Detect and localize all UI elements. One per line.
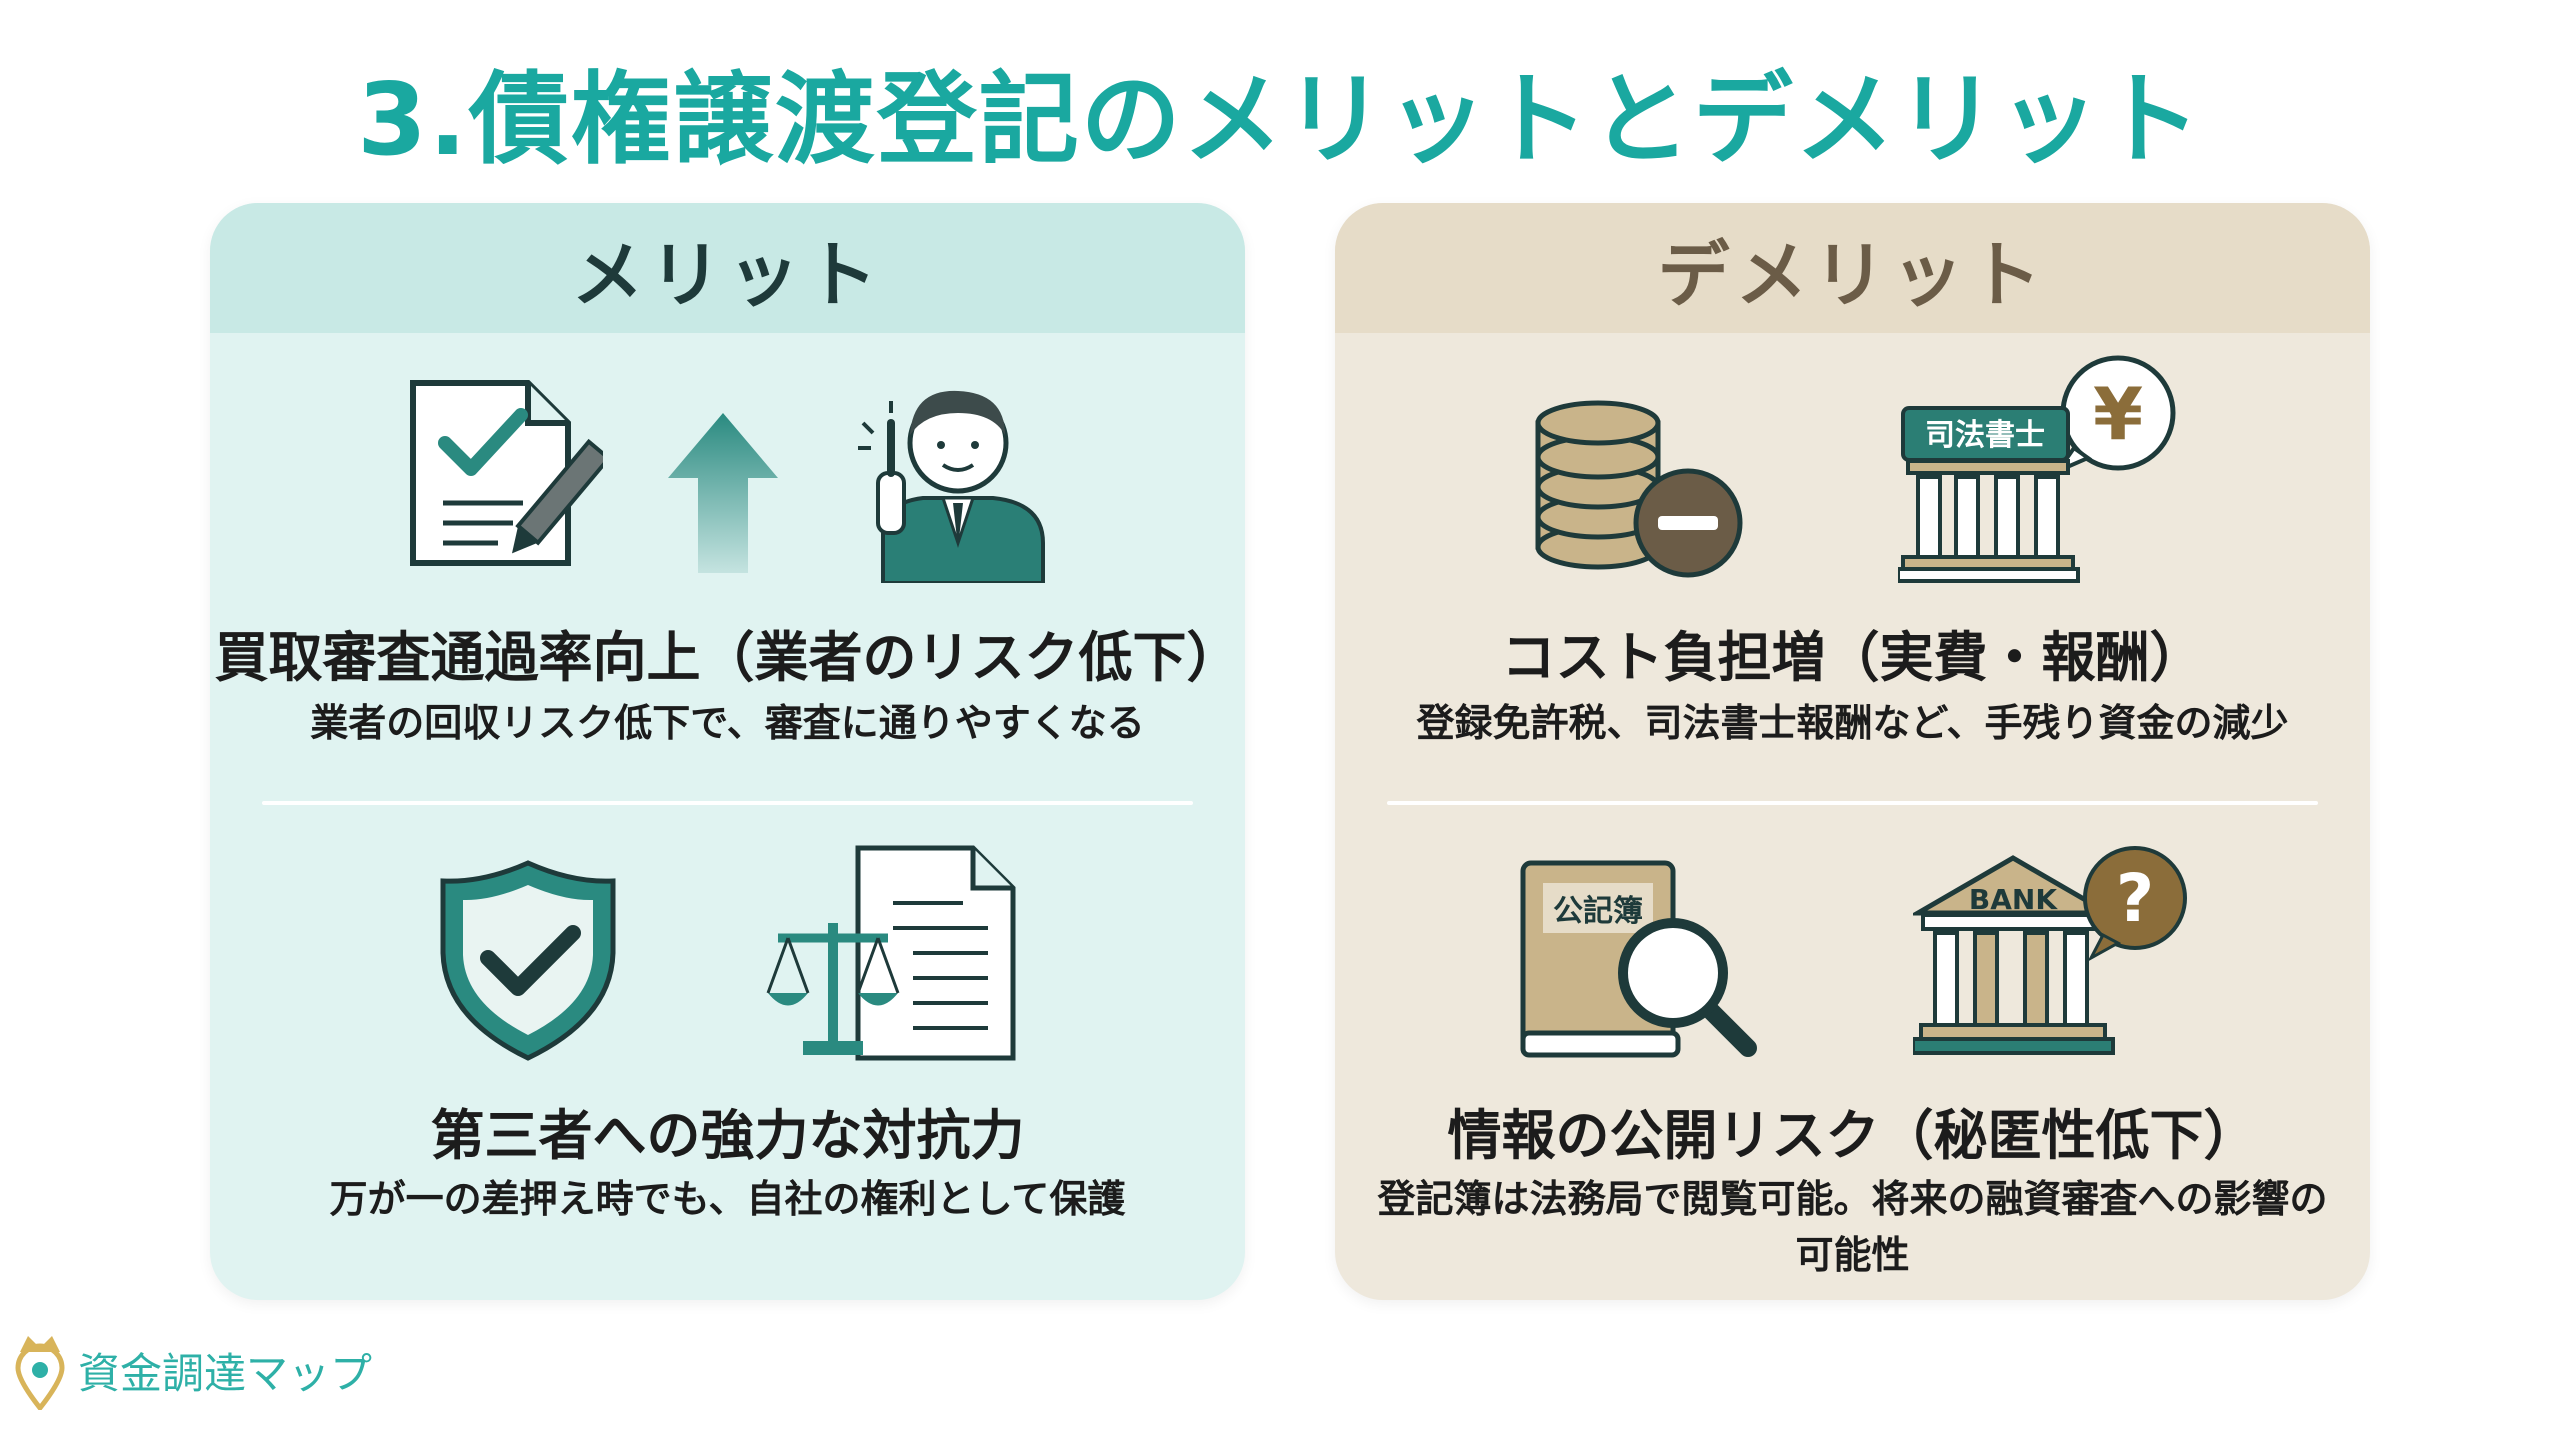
businessman-pointing-icon: [857, 390, 1045, 583]
merit-icons-row-1: [210, 353, 1245, 583]
bank-question-icon: BANK ?: [1912, 846, 2187, 1055]
demerit-description-1: 登録免許税、司法書士報酬など、手残り資金の減少: [1416, 701, 2289, 745]
crown-pin-icon: [15, 1336, 65, 1410]
merit-panel: メリット: [210, 203, 1245, 1300]
page-title: 3.債権譲渡登記のメリットとデメリット: [357, 61, 2203, 178]
demerit-heading-2: 情報の公開リスク（秘匿性低下）: [1447, 1104, 2258, 1167]
scrivener-sign: 司法書士: [1925, 418, 2045, 453]
merit-description-2: 万が一の差押え時でも、自社の権利として保護: [329, 1177, 1126, 1221]
registry-label: 公記簿: [1553, 894, 1643, 929]
coins-minus-icon: [1535, 400, 1742, 578]
merit-heading-2: 第三者への強力な対抗力: [430, 1104, 1025, 1167]
bank-sign: BANK: [1968, 883, 2057, 916]
merit-heading-1: 買取審査通過率向上（業者のリスク低下）: [214, 626, 1241, 689]
merit-header: メリット: [210, 203, 1245, 333]
demerit-panel: デメリット ¥: [1335, 203, 2370, 1300]
merit-icons-row-2: [210, 833, 1245, 1063]
scales-document-icon: [766, 845, 1015, 1061]
demerit-divider: [1387, 801, 2318, 805]
demerit-header: デメリット: [1335, 203, 2370, 333]
demerit-icons-row-1: ¥ 司法書士: [1335, 353, 2370, 583]
up-arrow-icon: [667, 413, 778, 573]
demerit-description-2: 登記簿は法務局で閲覧可能。将来の融資審査への影響の可能性: [1377, 1177, 2328, 1277]
yen-symbol: ¥: [2092, 372, 2142, 456]
registry-magnifier-icon: 公記簿: [1520, 860, 1757, 1058]
merit-divider: [262, 801, 1193, 805]
demerit-heading-1: コスト負担増（実費・報酬）: [1501, 626, 2204, 689]
shield-check-icon: [440, 860, 615, 1061]
question-mark: ?: [2115, 860, 2153, 937]
brand-logo: 資金調達マップ: [10, 1330, 372, 1410]
scrivener-yen-icon: ¥ 司法書士: [1897, 355, 2175, 583]
brand-name: 資金調達マップ: [78, 1348, 373, 1398]
merit-description-1: 業者の回収リスク低下で、審査に通りやすくなる: [310, 701, 1145, 745]
checked-document-icon: [409, 380, 603, 566]
demerit-icons-row-2: 公記簿 BANK ?: [1335, 833, 2370, 1063]
